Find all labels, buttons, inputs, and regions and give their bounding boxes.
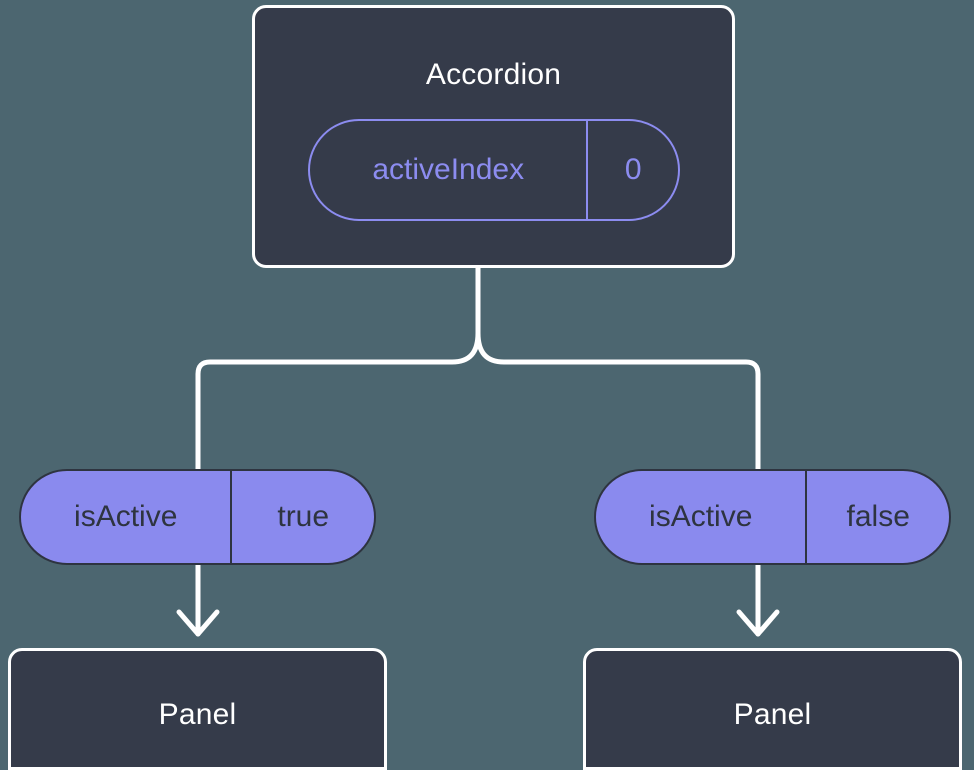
node-panel-right-title: Panel	[733, 698, 812, 731]
node-panel-left[interactable]: Panel	[8, 648, 387, 770]
prop-pill-is-active-true-value: true	[230, 471, 374, 563]
node-accordion-title: Accordion	[425, 58, 562, 91]
node-panel-right[interactable]: Panel	[583, 648, 962, 770]
prop-pill-active-index-value: 0	[586, 121, 678, 219]
prop-pill-is-active-false[interactable]: isActive false	[594, 469, 951, 565]
left-prop-to-panel-arrow	[176, 562, 220, 637]
node-panel-left-title: Panel	[158, 698, 237, 731]
prop-pill-is-active-true[interactable]: isActive true	[19, 469, 376, 565]
prop-pill-active-index-key: activeIndex	[372, 153, 525, 186]
prop-pill-is-active-true-key: isActive	[74, 500, 178, 533]
prop-pill-is-active-false-value: false	[805, 471, 949, 563]
prop-pill-active-index[interactable]: activeIndex 0	[308, 119, 680, 221]
prop-pill-is-active-false-key: isActive	[649, 500, 753, 533]
accordion-to-branches-trunk	[195, 265, 761, 483]
right-prop-to-panel-arrow	[736, 562, 780, 637]
